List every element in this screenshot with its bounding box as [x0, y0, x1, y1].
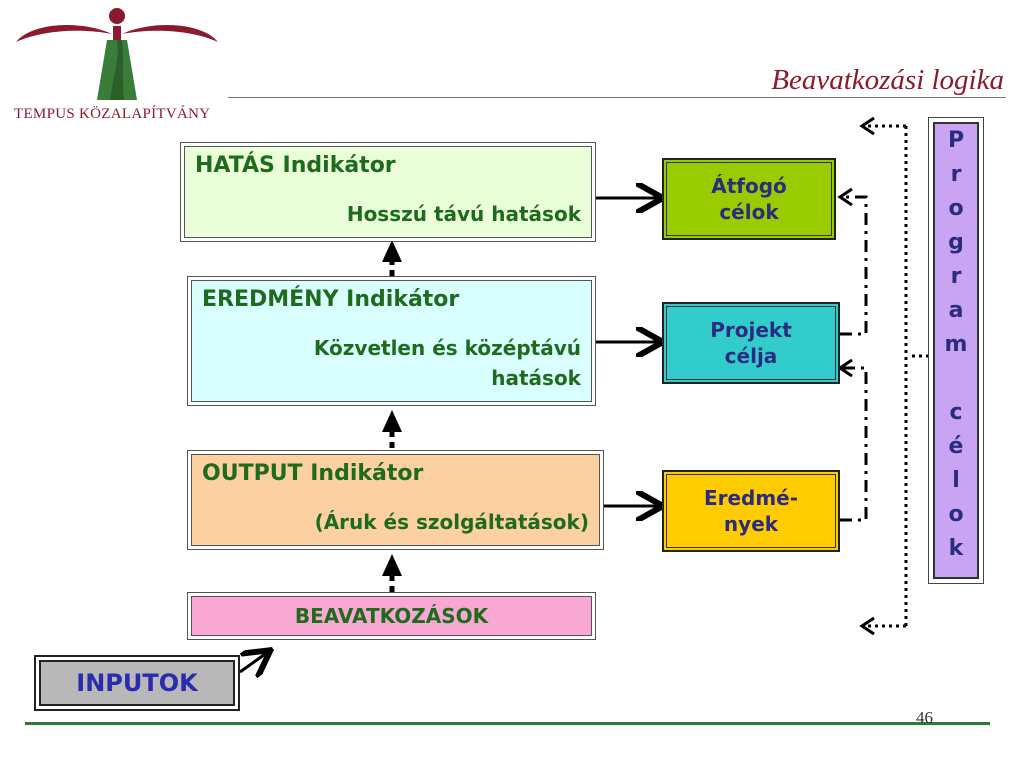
arrow-inputok-to-beavatkozasok [239, 652, 268, 672]
celok-letter: é [948, 434, 964, 459]
output-subtitle: (Áruk és szolgáltatások) [314, 510, 589, 534]
eredmenyek-line1: Eredmé- [703, 486, 799, 510]
atfogo-celok-box: Átfogó célok [662, 158, 836, 240]
program-letter: g [948, 230, 964, 255]
slide-title: Beavatkozási logika [771, 64, 1004, 96]
eredmeny-subtitle: Közvetlen és középtávú hatások [314, 333, 581, 393]
program-letter: r [950, 162, 962, 187]
inputok-label: INPUTOK [76, 669, 198, 697]
program-letter: a [948, 298, 964, 323]
bracket-arrow-top [859, 116, 875, 136]
up-arrow-eredmeny-to-hatas [382, 240, 402, 276]
feedback-projekt-to-atfogo [837, 187, 868, 336]
eredmenyek-box: Eredmé- nyek [662, 470, 840, 552]
eredmeny-subtitle-line2: hatások [491, 366, 581, 390]
eredmenyek-line2: nyek [723, 512, 779, 536]
program-letter: P [947, 128, 965, 153]
up-arrow-output-to-eredmeny [382, 410, 402, 448]
celok-letter: o [948, 502, 964, 527]
hatas-indicator-box: HATÁS Indikátor Hosszú távú hatások [180, 142, 596, 242]
program-bracket [862, 124, 928, 628]
projekt-celja-box: Projekt célja [662, 302, 840, 384]
page-number: 46 [916, 708, 933, 727]
hatas-title: HATÁS Indikátor [195, 153, 396, 178]
inputok-box: INPUTOK [34, 655, 240, 711]
eredmeny-subtitle-line1: Közvetlen és középtávú [313, 336, 581, 360]
footer-rule [25, 722, 990, 725]
output-title: OUTPUT Indikátor [202, 461, 424, 486]
program-letter: m [944, 332, 968, 357]
eredmeny-title: EREDMÉNY Indikátor [202, 287, 460, 312]
feedback-eredmenyek-to-projekt [837, 358, 868, 522]
celok-letter: l [952, 468, 960, 493]
bracket-arrow-bottom [859, 616, 875, 636]
title-divider [228, 97, 1006, 98]
up-arrow-beavatkozas-to-output [382, 554, 402, 592]
logo-org-name: TEMPUS KÖZALAPÍTVÁNY [14, 106, 211, 122]
beavatkozasok-box: BEAVATKOZÁSOK [187, 592, 596, 640]
eredmeny-indicator-box: EREDMÉNY Indikátor Közvetlen és középtáv… [187, 276, 596, 406]
beavatkozasok-label: BEAVATKOZÁSOK [294, 604, 489, 628]
celok-letter: k [948, 536, 964, 561]
projekt-line2: célja [724, 344, 778, 368]
projekt-line1: Projekt [710, 318, 792, 342]
tempus-logo [16, 8, 218, 100]
hatas-subtitle: Hosszú távú hatások [346, 202, 581, 226]
atfogo-line1: Átfogó [711, 174, 787, 198]
output-indicator-box: OUTPUT Indikátor (Áruk és szolgáltatások… [187, 450, 604, 550]
atfogo-line2: célok [719, 200, 779, 224]
program-letter: o [948, 196, 964, 221]
celok-letter: c [949, 400, 963, 425]
program-celok-bar: P r o g r a m c é l o k [928, 117, 984, 584]
program-letter: r [950, 264, 962, 289]
